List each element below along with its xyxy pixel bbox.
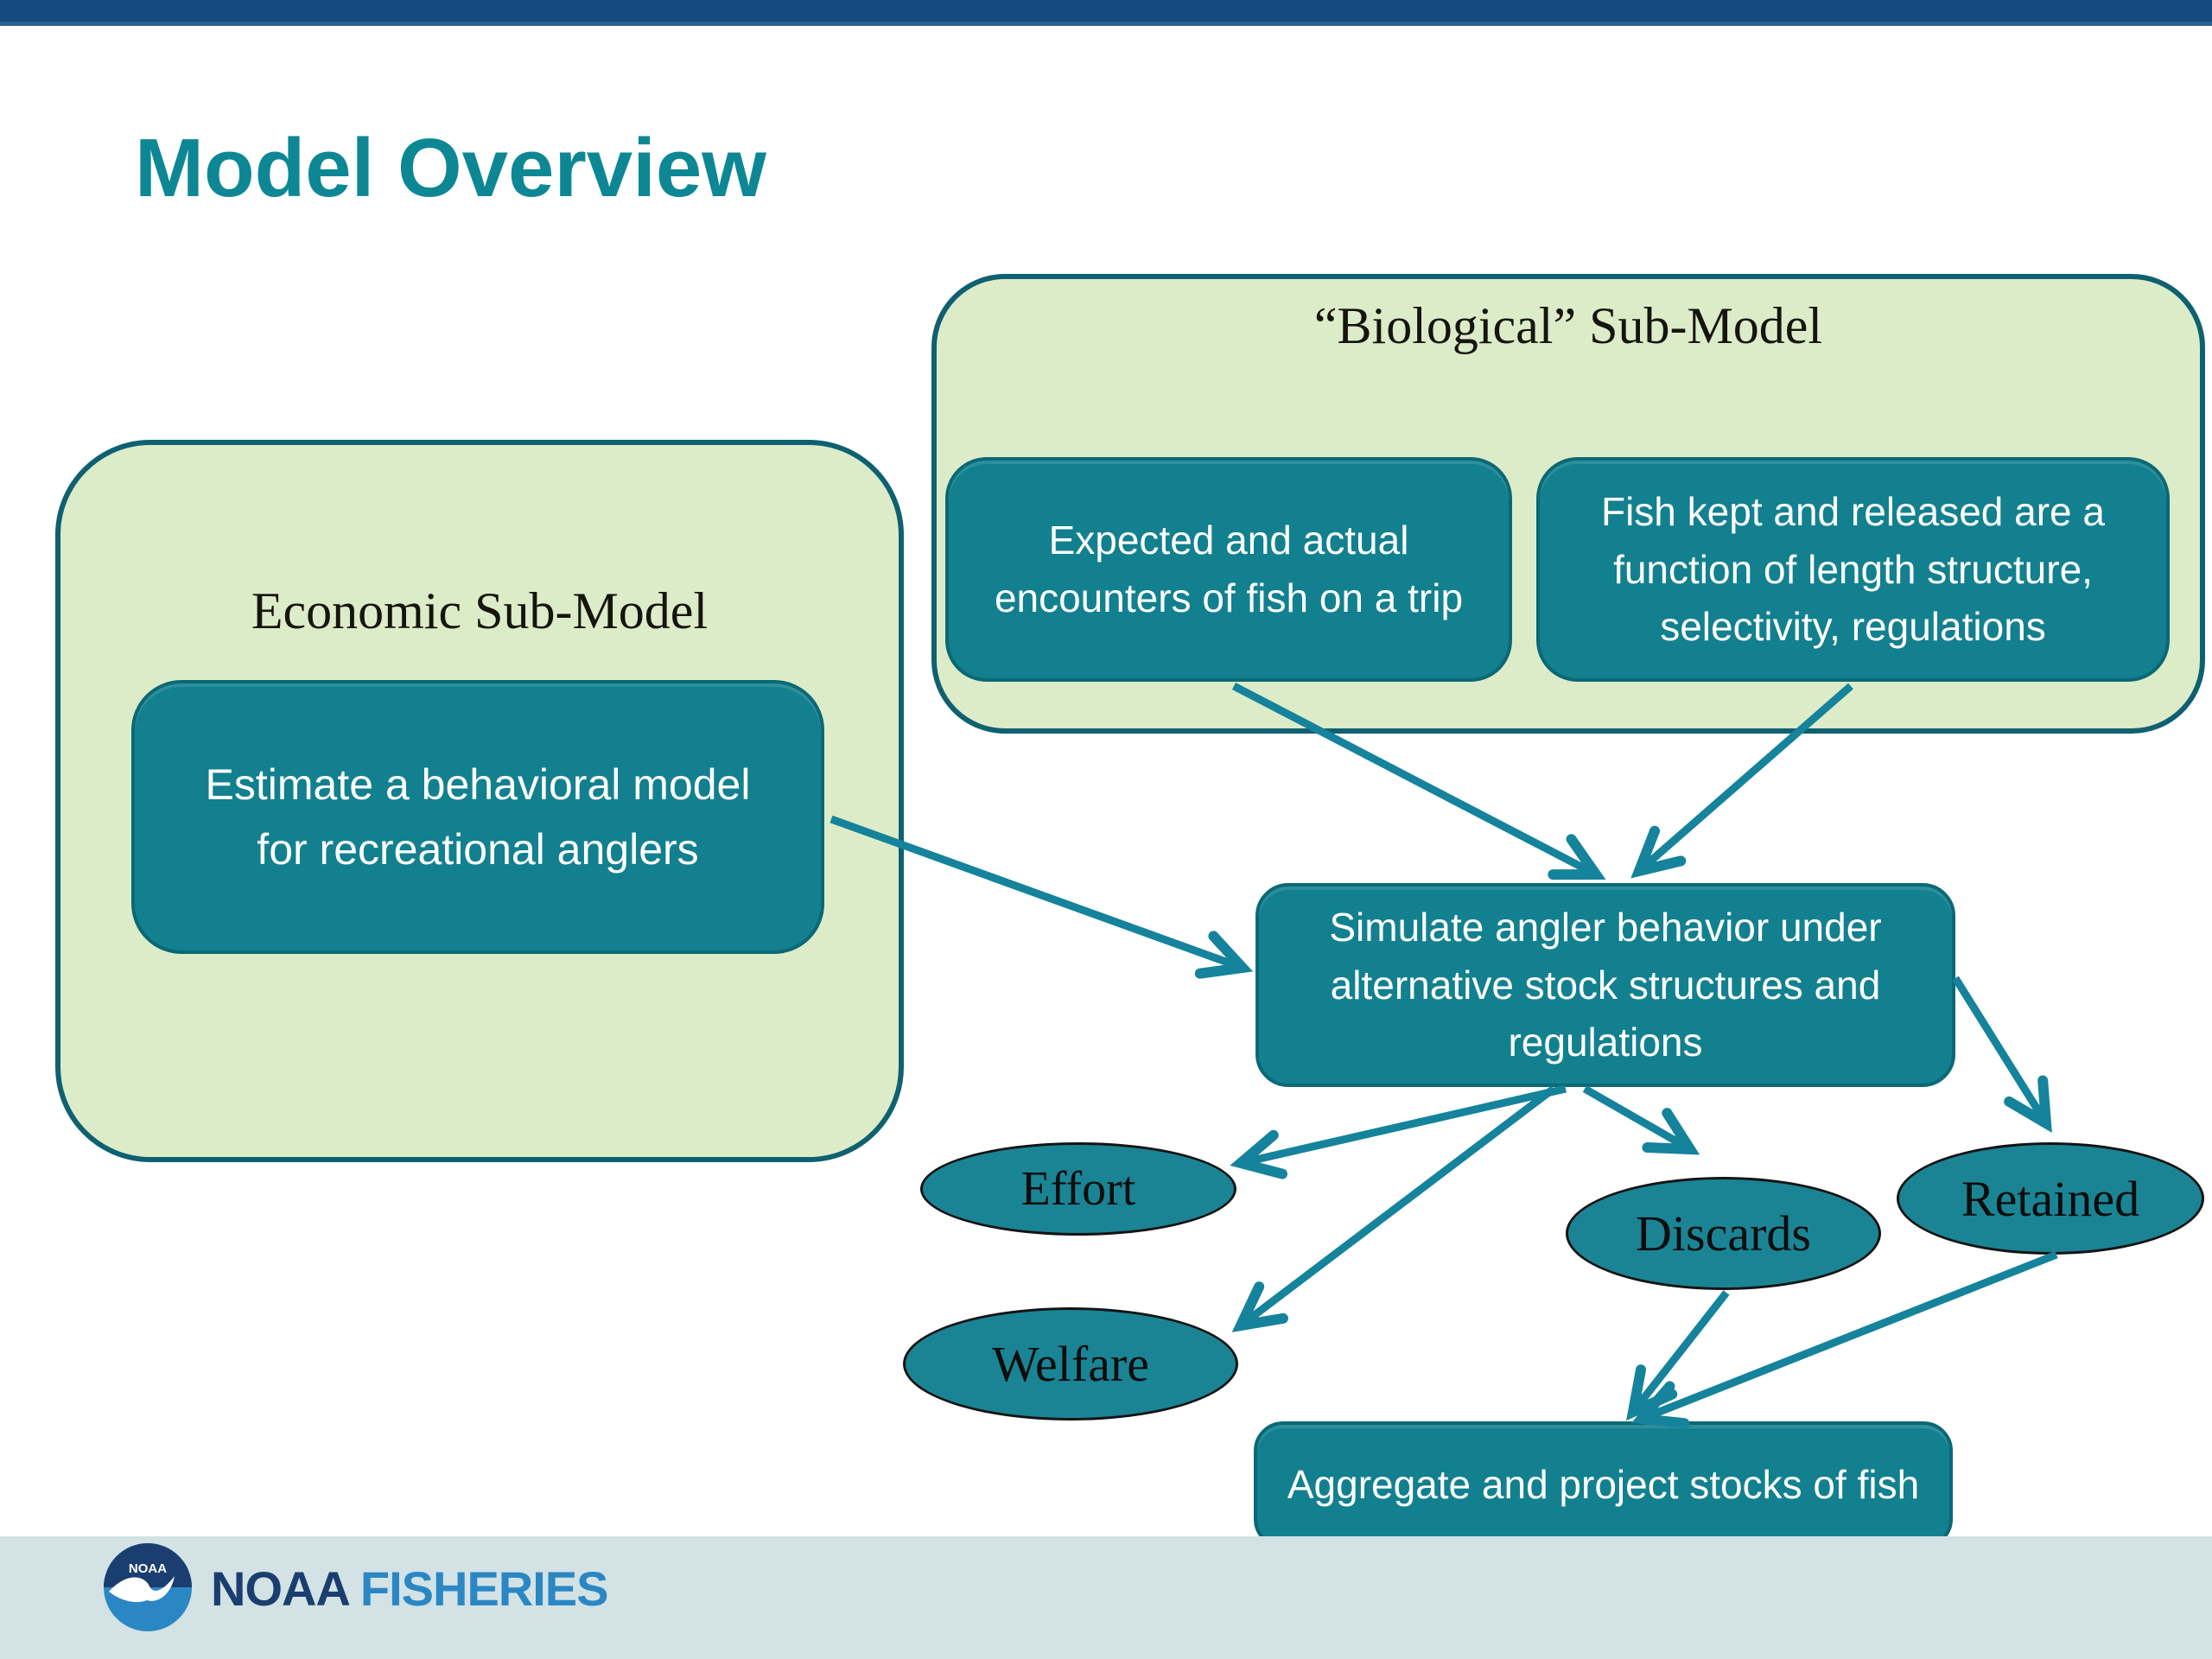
discards-ellipse: Discards [1566, 1177, 1881, 1290]
welfare-ellipse: Welfare [903, 1307, 1238, 1421]
footer-bar [0, 1536, 2212, 1659]
fish-kept-released-box: Fish kept and released are a function of… [1536, 457, 2170, 682]
arrow-simulate-box-to-effort-ellipse [1230, 1084, 1567, 1179]
effort-ellipse: Effort [920, 1142, 1236, 1236]
arrow-simulate-box-to-welfare-ellipse [1231, 1085, 1556, 1332]
noaa-seagull-icon [109, 1576, 175, 1603]
retained-ellipse: Retained [1897, 1142, 2204, 1255]
expected-encounters-box: Expected and actual encounters of fish o… [945, 457, 1512, 682]
arrow-simulate-box-to-retained-ellipse [1952, 976, 2052, 1133]
biological-submodel-container: “Biological” Sub-Model Expected and actu… [931, 274, 2205, 734]
arrow-simulate-box-to-discards-ellipse [1582, 1085, 1700, 1155]
page-title: Model Overview [135, 122, 766, 214]
noaa-circle-text: NOAA [129, 1561, 167, 1576]
wordmark-fisheries: FISHERIES [359, 1561, 609, 1616]
simulate-angler-behavior-box: Simulate angler behavior under alternati… [1255, 883, 1955, 1087]
aggregate-project-stocks-box: Aggregate and project stocks of fish [1254, 1421, 1953, 1548]
noaa-logo: NOAA [104, 1543, 192, 1631]
noaa-logo-upper-circle [104, 1543, 192, 1587]
economic-submodel-container: Economic Sub-Model Estimate a behavioral… [55, 440, 904, 1162]
economic-submodel-label: Economic Sub-Model [251, 582, 709, 639]
biological-submodel-label: “Biological” Sub-Model [1313, 297, 1823, 354]
wordmark-noaa: NOAA [211, 1561, 351, 1616]
estimate-behavioral-model-box: Estimate a behavioral model for recreati… [131, 680, 824, 954]
arrow-discards-ellipse-to-aggregate-box [1626, 1290, 1730, 1421]
top-accent-bar [0, 0, 2212, 26]
